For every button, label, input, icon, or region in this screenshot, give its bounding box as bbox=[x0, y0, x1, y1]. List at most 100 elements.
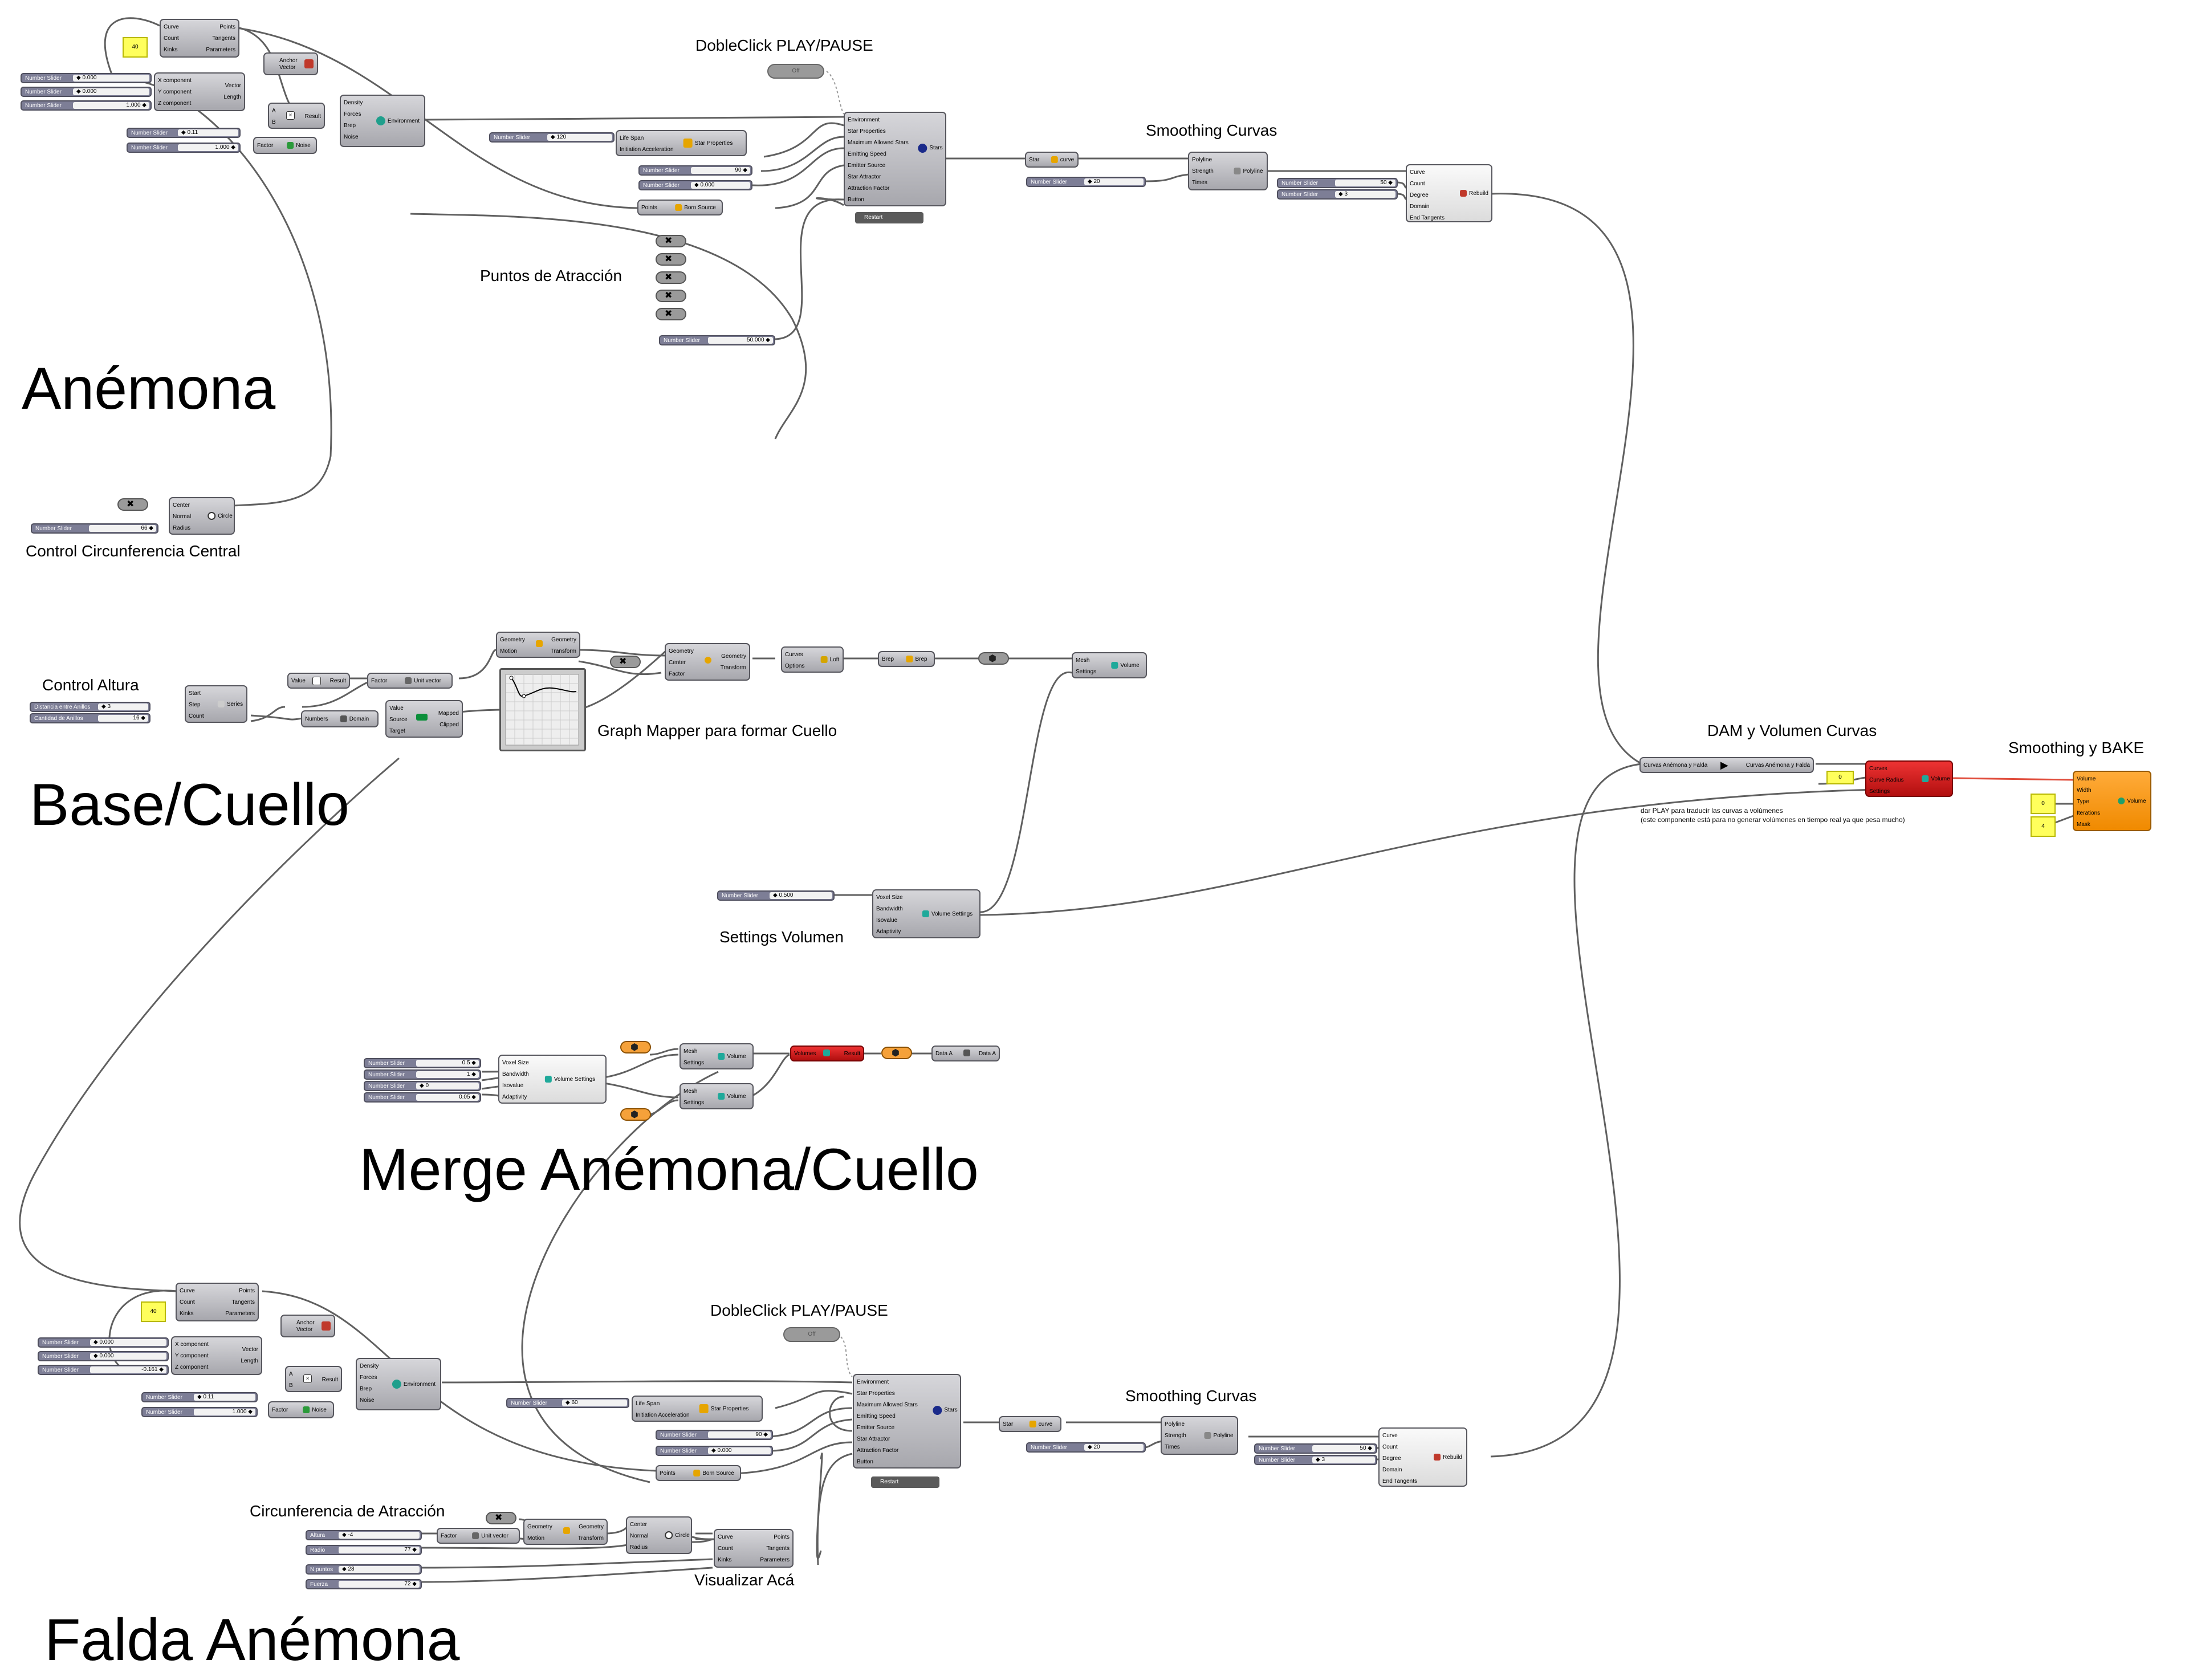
born-source-bottom[interactable]: Points Born Source bbox=[656, 1465, 741, 1481]
noise-top[interactable]: Factor Noise bbox=[253, 137, 317, 154]
slider-merge-isovalue[interactable]: Number Slider◆ 0 bbox=[364, 1081, 481, 1091]
circle-center-point[interactable] bbox=[117, 498, 148, 511]
brep-param[interactable]: Brep Brep bbox=[878, 651, 935, 667]
star-curve-top[interactable]: Star curve bbox=[1025, 152, 1079, 168]
star-curve-bottom[interactable]: Star curve bbox=[999, 1416, 1061, 1432]
slider-smooth-times-top[interactable]: Number Slider◆ 20 bbox=[1026, 177, 1146, 187]
toggle-play-pause-bottom[interactable]: Off bbox=[783, 1327, 840, 1342]
point-attractor-4[interactable] bbox=[656, 290, 686, 302]
anchor-vector-bottom[interactable]: Anchor Vector bbox=[280, 1315, 335, 1337]
slider-y-top[interactable]: Number Slider◆ 0.000 bbox=[21, 87, 152, 97]
point-attractor-1[interactable] bbox=[656, 235, 686, 247]
slider-voxel-size[interactable]: Number Slider◆ 0.500 bbox=[717, 890, 835, 901]
slider-noise-bottom[interactable]: Number Slider◆ 0.11 bbox=[141, 1392, 258, 1402]
panel-curve-radius[interactable]: 0 bbox=[1826, 771, 1854, 784]
slider-y-bottom[interactable]: Number Slider◆ 0.000 bbox=[38, 1351, 169, 1361]
volume-union-merge[interactable]: Volumes Result bbox=[790, 1046, 864, 1061]
slider-rebuild-degree-top[interactable]: Number Slider◆ 3 bbox=[1277, 189, 1398, 200]
slider-lifespan-bottom[interactable]: Number Slider◆ 60 bbox=[506, 1398, 629, 1408]
slider-emitting-speed-top[interactable]: Number Slider◆ 0.000 bbox=[638, 180, 752, 190]
slider-distancia-anillos[interactable]: Distancia entre Anillos◆ 3 bbox=[30, 702, 150, 712]
point-attractor-5[interactable] bbox=[656, 308, 686, 320]
unit-vector-z[interactable]: Factor Unit vector bbox=[367, 673, 453, 689]
restart-button-bottom[interactable]: Restart bbox=[871, 1476, 939, 1488]
slider-emitting-speed-bottom[interactable]: Number Slider◆ 0.000 bbox=[656, 1446, 773, 1456]
slider-n-puntos[interactable]: N puntos◆ 28 bbox=[306, 1564, 422, 1575]
anchor-vector-top[interactable]: Anchor Vector bbox=[263, 52, 318, 75]
panel-smooth-iterations[interactable]: 4 bbox=[2031, 816, 2056, 837]
noise-bottom[interactable]: Factor Noise bbox=[268, 1401, 334, 1418]
point-attractor-2[interactable] bbox=[656, 253, 686, 266]
slider-noise-top[interactable]: Number Slider◆ 0.11 bbox=[127, 128, 241, 138]
panel-count-bottom[interactable]: 40 bbox=[141, 1301, 166, 1322]
slider-smooth-times-bottom[interactable]: Number Slider◆ 20 bbox=[1026, 1442, 1146, 1453]
attraction-center-point[interactable] bbox=[486, 1512, 516, 1524]
slider-x-top[interactable]: Number Slider◆ 0.000 bbox=[21, 73, 152, 83]
slider-x-bottom[interactable]: Number Slider◆ 0.000 bbox=[38, 1337, 169, 1348]
negative-component[interactable]: Value Result bbox=[287, 673, 350, 689]
born-source-top[interactable]: Points Born Source bbox=[637, 200, 723, 215]
slider-lifespan-top[interactable]: Number Slider◆ 120 bbox=[489, 132, 615, 143]
data-dam-curves[interactable]: Curvas Anémona y Falda ▶ Curvas Anémona … bbox=[1639, 757, 1814, 773]
data-dam-merge[interactable]: Data A Data A bbox=[931, 1046, 1000, 1061]
toggle-play-pause-top[interactable]: Off bbox=[767, 64, 824, 79]
slider-altura[interactable]: Altura◆ -4 bbox=[306, 1530, 422, 1540]
unit-vector-atraccion[interactable]: Factor Unit vector bbox=[437, 1528, 520, 1544]
graph-mapper-cuello[interactable] bbox=[499, 668, 586, 751]
slider-rebuild-degree-bottom[interactable]: Number Slider◆ 3 bbox=[1254, 1455, 1377, 1465]
mesh-hex-merge-bottom[interactable] bbox=[620, 1108, 651, 1121]
bounds-domain[interactable]: Numbers Domain bbox=[301, 710, 379, 727]
scale-center-point[interactable] bbox=[610, 656, 641, 668]
slider-z-bottom[interactable]: Number Slider-0.161 ◆ bbox=[38, 1365, 169, 1375]
mesh-hex-merge-top[interactable] bbox=[620, 1041, 651, 1053]
point-attractor-3[interactable] bbox=[656, 271, 686, 284]
mesh-hex-merge-result[interactable] bbox=[881, 1047, 912, 1059]
panel-smooth-width[interactable]: 0 bbox=[2031, 794, 2056, 814]
restart-button-top[interactable]: Restart bbox=[855, 212, 923, 223]
